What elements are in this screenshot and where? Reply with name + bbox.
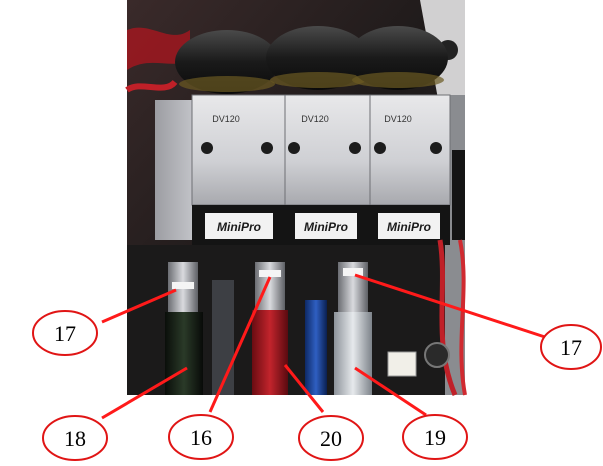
callout-18: 18 <box>42 415 108 461</box>
valve-code: DV120 <box>384 114 412 124</box>
valve-brand: MiniPro <box>387 220 431 234</box>
valve-code: DV120 <box>301 114 329 124</box>
valve-brand: MiniPro <box>304 220 348 234</box>
callout-label: 17 <box>560 335 582 360</box>
callout-line-17-left <box>101 288 177 324</box>
callout-line-16 <box>208 276 272 413</box>
callout-lines <box>101 273 549 420</box>
callout-label: 19 <box>424 425 446 450</box>
callout-label: 17 <box>54 321 76 346</box>
callout-17-right: 17 <box>540 324 602 370</box>
callout-19: 19 <box>402 414 468 460</box>
photo-region <box>125 0 467 396</box>
callout-20: 20 <box>298 415 364 461</box>
valve-code: DV120 <box>212 114 240 124</box>
callout-16: 16 <box>168 414 234 460</box>
callout-label: 16 <box>190 425 212 450</box>
valve-brand: MiniPro <box>217 220 261 234</box>
callout-label: 20 <box>320 426 342 451</box>
valve-labels: DV120 DV120 DV120 MiniPro MiniPro MiniPr… <box>212 114 431 234</box>
callout-line-17-right <box>354 273 549 340</box>
callout-17-left: 17 <box>32 310 98 356</box>
callout-line-18 <box>101 366 188 420</box>
callout-line-19 <box>354 366 427 417</box>
callout-label: 18 <box>64 426 86 451</box>
callout-line-20 <box>283 364 325 413</box>
